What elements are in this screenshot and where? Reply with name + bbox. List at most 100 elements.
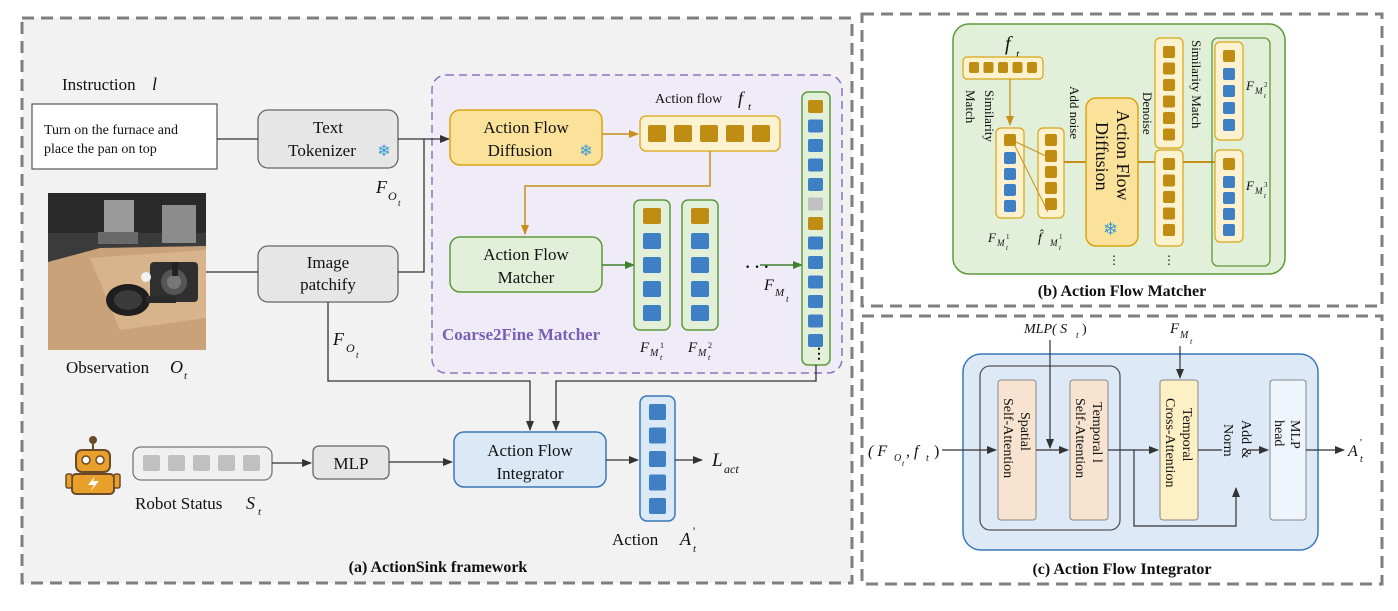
token — [193, 455, 210, 471]
b-afd-label-1: Action Flow — [1113, 110, 1133, 201]
fm2-label: F M 2 t — [687, 340, 712, 362]
fm-column-tokens — [643, 208, 709, 321]
token — [1163, 224, 1175, 236]
svg-text:M: M — [774, 287, 785, 299]
token — [969, 62, 979, 73]
action-prime: ' — [693, 524, 695, 538]
action-flow-symbol: f — [738, 88, 746, 108]
obs-to-integrator-arrow — [327, 302, 534, 431]
text-tokenizer-label-1: Text — [313, 118, 343, 137]
f-obs-label-upper: F O t — [375, 177, 401, 208]
svg-text:t: t — [1264, 92, 1267, 100]
instruction-box — [31, 103, 218, 170]
b-afd-dots: ⋮ — [1108, 253, 1120, 267]
token — [143, 455, 160, 471]
token — [1163, 62, 1175, 75]
svg-text:M: M — [1179, 330, 1189, 341]
token — [1163, 174, 1175, 187]
snowflake-icon: ❄ — [579, 143, 592, 160]
svg-text:): ) — [1082, 322, 1087, 337]
afi-label-2: Integrator — [496, 464, 563, 483]
token — [168, 455, 185, 471]
addnorm-label-1: Add & — [1238, 420, 1253, 459]
svg-text:M: M — [1049, 238, 1058, 248]
denoise-label: Denoise — [1140, 92, 1155, 135]
svg-text:3: 3 — [1264, 181, 1268, 189]
svg-text:M: M — [697, 348, 707, 359]
token — [648, 125, 666, 142]
robot-status-tokens — [143, 455, 260, 471]
svg-text:O: O — [388, 189, 397, 203]
ft-label: f t — [1005, 33, 1020, 61]
token — [1163, 128, 1175, 141]
svg-text:O: O — [346, 341, 355, 355]
panel-c: MLP( S t ) F M t ( F O t , f t ) Spatial… — [860, 314, 1384, 586]
svg-text:, f: , f — [906, 443, 921, 460]
svg-text:F: F — [763, 277, 774, 294]
f-obs-label-lower: F O t — [332, 329, 359, 360]
token — [1163, 112, 1175, 124]
svg-text:': ' — [1360, 437, 1362, 449]
token — [752, 125, 770, 142]
svg-text:M: M — [1254, 86, 1263, 96]
token — [1163, 207, 1175, 220]
token — [1045, 198, 1057, 210]
token — [649, 404, 666, 420]
action-label: Action — [612, 530, 659, 549]
panel-c-region — [962, 353, 1319, 551]
svg-text:M: M — [649, 348, 659, 359]
token — [243, 455, 260, 471]
token — [808, 334, 823, 347]
image-patchify-label-1: Image — [307, 253, 349, 272]
flow-to-matcher-arrow — [521, 151, 711, 235]
token — [808, 314, 823, 328]
token — [691, 305, 709, 321]
mlp-head-label-2: head — [1271, 420, 1286, 446]
token — [1223, 192, 1235, 204]
match-lines — [1011, 139, 1051, 213]
token — [808, 295, 823, 308]
token — [1027, 62, 1037, 73]
action-flow-sub: t — [748, 101, 752, 113]
svg-text:F: F — [987, 230, 997, 245]
svg-text:1: 1 — [660, 341, 664, 350]
svg-text:F: F — [687, 340, 698, 356]
action-column-tokens — [649, 404, 666, 514]
mlp-head-box — [1269, 379, 1307, 521]
svg-text:f: f — [1005, 33, 1013, 55]
robot-status-label: Robot Status — [135, 494, 222, 513]
svg-text:t: t — [398, 198, 401, 208]
token — [1223, 50, 1235, 62]
action-flow-label: Action flow — [655, 92, 723, 107]
token — [1223, 224, 1235, 236]
token — [1223, 176, 1235, 188]
afd-label-2: Diffusion — [488, 141, 553, 160]
token — [643, 257, 661, 273]
token — [1223, 102, 1235, 114]
token — [691, 233, 709, 249]
token — [1223, 208, 1235, 220]
svg-text:f̂: f̂ — [1038, 229, 1045, 246]
b-matched-group — [1211, 37, 1271, 267]
action-sub: t — [693, 543, 697, 555]
b-fm2-label: F M 2 t — [1245, 78, 1268, 100]
image-patchify-label-2: patchify — [300, 275, 356, 294]
addnorm-label-2: Norm — [1220, 424, 1235, 457]
loss-symbol: L — [711, 450, 723, 471]
cross-label-2: Cross-Attention — [1162, 398, 1177, 487]
token — [1163, 158, 1175, 170]
svg-text:t: t — [1016, 47, 1020, 61]
token — [808, 119, 823, 133]
robot-icon — [65, 436, 121, 495]
panel-b: f t Similarity Match F M 1 t f̂ M 1 t Ad… — [860, 12, 1384, 308]
token — [1163, 191, 1175, 203]
action-symbol: A — [679, 529, 692, 549]
svg-text:t: t — [902, 459, 905, 468]
token — [1045, 150, 1057, 162]
feature-merge-line — [398, 138, 425, 273]
svg-text:t: t — [1059, 244, 1062, 252]
svg-text:t: t — [1076, 330, 1079, 340]
token — [808, 275, 823, 289]
b-right-dots: ⋮ — [1163, 253, 1175, 267]
token — [643, 233, 661, 249]
